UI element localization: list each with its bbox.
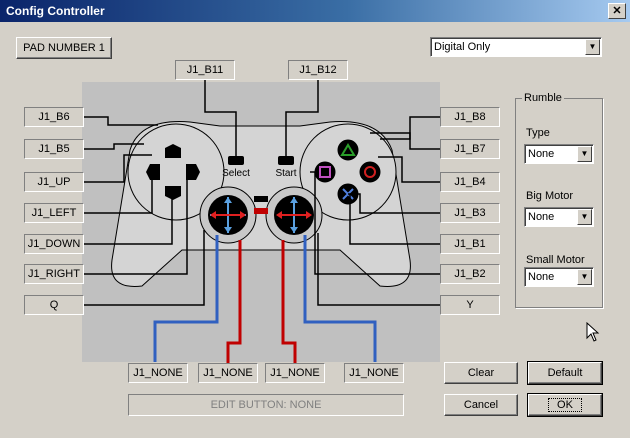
rumble-type-select[interactable]: None ▼: [524, 144, 594, 164]
big-motor-select[interactable]: None ▼: [524, 207, 594, 227]
default-label: Default: [547, 367, 583, 379]
chevron-down-icon[interactable]: ▼: [585, 39, 600, 55]
analog-led-shape: [254, 208, 268, 214]
triangle-icon: [340, 143, 356, 156]
rumble-type-value: None: [528, 148, 555, 160]
binding-r2[interactable]: J1_B12: [288, 60, 348, 80]
rumble-type-label: Type: [526, 127, 550, 139]
stick-wires: [153, 235, 377, 363]
edit-status: EDIT BUTTON: NONE: [128, 394, 404, 416]
cancel-button[interactable]: Cancel: [444, 394, 518, 416]
binding-circle[interactable]: J1_B4: [440, 172, 500, 192]
select-label: Select: [222, 168, 250, 179]
small-motor-label: Small Motor: [526, 254, 585, 266]
clear-label: Clear: [467, 367, 495, 379]
circle-icon: [364, 166, 376, 178]
chevron-down-icon[interactable]: ▼: [577, 146, 592, 162]
start-label: Start: [275, 168, 296, 179]
square-icon: [319, 166, 331, 178]
pad-number-button[interactable]: PAD NUMBER 1: [16, 37, 112, 59]
small-motor-select[interactable]: None ▼: [524, 267, 594, 287]
binding-left-stick-x[interactable]: J1_NONE: [198, 363, 258, 383]
chevron-down-icon[interactable]: ▼: [577, 269, 592, 285]
binding-left[interactable]: J1_LEFT: [24, 203, 84, 223]
binding-l1[interactable]: J1_B6: [24, 107, 84, 127]
binding-left-stick-y[interactable]: J1_NONE: [128, 363, 188, 383]
binding-triangle[interactable]: J1_B7: [440, 139, 500, 159]
big-motor-value: None: [528, 211, 555, 223]
window-title: Config Controller: [6, 4, 105, 18]
close-button[interactable]: ✕: [608, 3, 626, 19]
binding-cross[interactable]: J1_B3: [440, 203, 500, 223]
ok-label: OK: [548, 398, 582, 412]
binding-right-stick-y[interactable]: J1_NONE: [344, 363, 404, 383]
analog-button-shape: [254, 196, 268, 202]
binding-right-stick-click[interactable]: Y: [440, 295, 500, 315]
binding-up[interactable]: J1_UP: [24, 172, 84, 192]
mouse-cursor-icon: [586, 322, 600, 342]
binding-down[interactable]: J1_DOWN: [24, 234, 84, 254]
select-button-shape: [228, 156, 244, 165]
mode-select-value: Digital Only: [434, 41, 491, 53]
left-stick-icon: [208, 195, 248, 235]
title-bar[interactable]: Config Controller ✕: [0, 0, 630, 22]
rumble-title: Rumble: [522, 92, 564, 104]
binding-square[interactable]: J1_B1: [440, 234, 500, 254]
ok-button[interactable]: OK: [527, 393, 603, 417]
dpad-icon: [146, 144, 200, 200]
binding-right-stick-x[interactable]: J1_NONE: [265, 363, 325, 383]
binding-l2-alt[interactable]: J1_B5: [24, 139, 84, 159]
binding-l2[interactable]: J1_B11: [175, 60, 235, 80]
connector-lines: [84, 80, 440, 306]
binding-right[interactable]: J1_RIGHT: [24, 264, 84, 284]
binding-r-extra[interactable]: J1_B2: [440, 264, 500, 284]
small-motor-value: None: [528, 271, 555, 283]
pad-number-label: PAD NUMBER 1: [23, 42, 105, 54]
big-motor-label: Big Motor: [526, 190, 574, 202]
mode-select[interactable]: Digital Only ▼: [430, 37, 602, 57]
chevron-down-icon[interactable]: ▼: [577, 209, 592, 225]
default-button[interactable]: Default: [527, 361, 603, 385]
start-button-shape: [278, 156, 294, 165]
clear-button[interactable]: Clear: [444, 362, 518, 384]
cancel-label: Cancel: [463, 399, 499, 411]
binding-r1[interactable]: J1_B8: [440, 107, 500, 127]
right-stick-icon: [274, 195, 314, 235]
binding-left-stick-click[interactable]: Q: [24, 295, 84, 315]
